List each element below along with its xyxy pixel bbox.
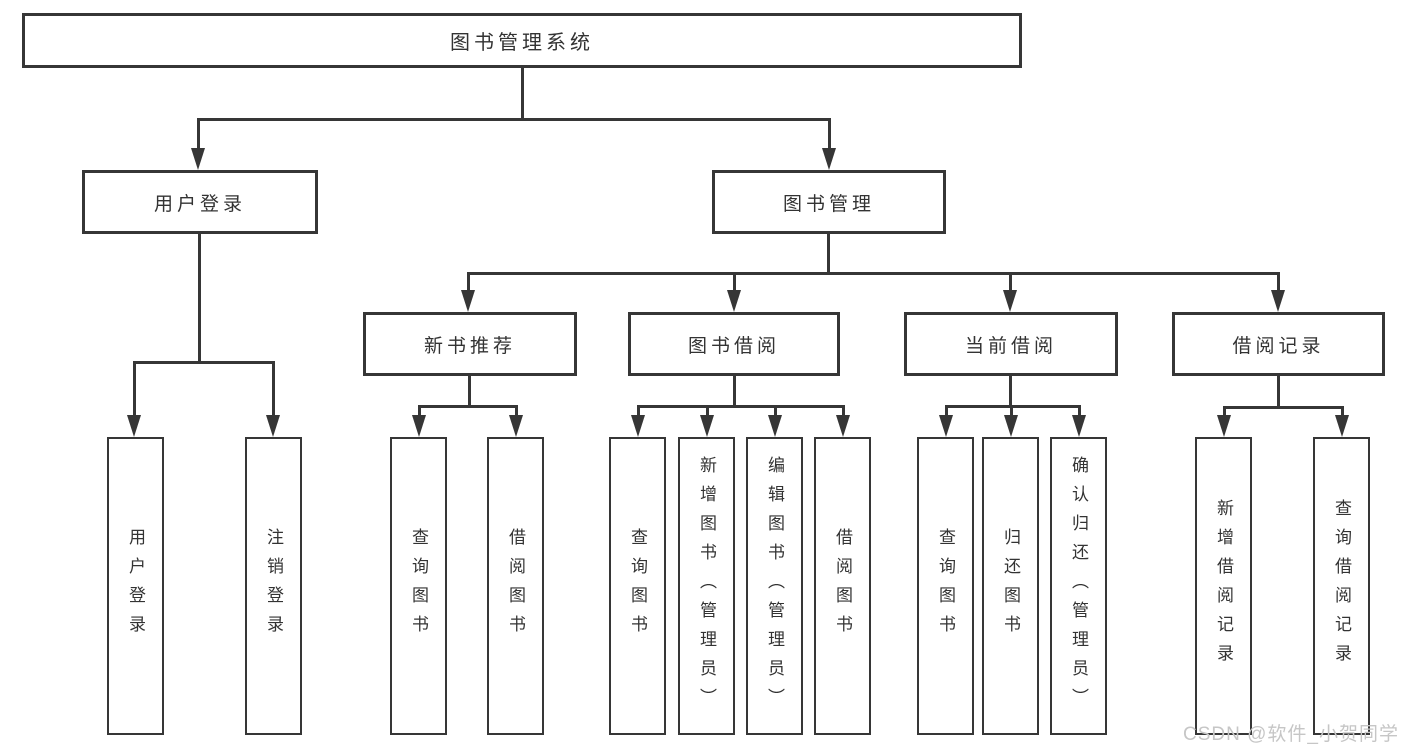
node-bb-query-books: 查询图书: [609, 437, 666, 735]
arrow-down-icon: [127, 415, 141, 437]
connector-line: [1010, 405, 1013, 417]
node-book-management: 图书管理: [712, 170, 946, 234]
arrow-down-icon: [700, 415, 714, 437]
node-label: 查询图书: [936, 528, 955, 644]
node-br-add-record: 新增借阅记录: [1195, 437, 1252, 735]
node-nbr-borrow-books: 借阅图书: [487, 437, 544, 735]
connector-line: [1223, 406, 1344, 409]
arrow-down-icon: [939, 415, 953, 437]
connector-line: [733, 272, 736, 292]
connector-line: [198, 234, 201, 364]
node-label: 借阅记录: [1232, 335, 1325, 357]
node-bb-add-books: 新增图书（管理员）: [678, 437, 735, 735]
node-label: 图书管理系统: [450, 32, 594, 54]
connector-line: [1078, 405, 1081, 417]
arrow-down-icon: [822, 148, 836, 170]
node-label: 注销登录: [264, 528, 283, 644]
node-label: 归还图书: [1001, 528, 1020, 644]
node-cb-confirm-return: 确认归还（管理员）: [1050, 437, 1107, 735]
arrow-down-icon: [1271, 290, 1285, 312]
arrow-down-icon: [191, 148, 205, 170]
arrow-down-icon: [836, 415, 850, 437]
node-label: 图书管理: [782, 193, 875, 215]
node-new-book-recommend: 新书推荐: [363, 312, 577, 376]
connector-line: [1223, 406, 1226, 417]
node-book-borrowing: 图书借阅: [628, 312, 840, 376]
node-bb-borrow-books: 借阅图书: [814, 437, 871, 735]
node-leaf-user-login: 用户登录: [107, 437, 164, 735]
connector-line: [774, 405, 777, 417]
node-borrowing-records: 借阅记录: [1172, 312, 1385, 376]
arrow-down-icon: [768, 415, 782, 437]
node-label: 查询图书: [628, 528, 647, 644]
node-label: 当前借阅: [964, 335, 1057, 357]
connector-line: [418, 405, 421, 417]
node-current-borrowing: 当前借阅: [904, 312, 1118, 376]
arrow-down-icon: [727, 290, 741, 312]
connector-line: [467, 272, 1280, 275]
connector-line: [945, 405, 948, 417]
connector-line: [1277, 272, 1280, 292]
connector-line: [827, 234, 830, 275]
connector-line: [1277, 376, 1280, 408]
connector-line: [197, 118, 200, 150]
connector-line: [418, 405, 518, 408]
connector-line: [1009, 272, 1012, 292]
connector-line: [637, 405, 845, 408]
connector-line: [515, 405, 518, 417]
connector-line: [706, 405, 709, 417]
watermark: CSDN @软件_小贺同学: [1183, 724, 1399, 745]
connector-line: [133, 361, 136, 417]
node-root: 图书管理系统: [22, 13, 1022, 68]
node-user-login: 用户登录: [82, 170, 318, 234]
connector-line: [1341, 406, 1344, 417]
node-nbr-query-books: 查询图书: [390, 437, 447, 735]
node-label: 查询图书: [409, 528, 428, 644]
node-cb-return-books: 归还图书: [982, 437, 1039, 735]
node-label: 借阅图书: [833, 528, 852, 644]
arrow-down-icon: [412, 415, 426, 437]
connector-line: [828, 118, 831, 150]
arrow-down-icon: [1072, 415, 1086, 437]
node-bb-edit-books: 编辑图书（管理员）: [746, 437, 803, 735]
arrow-down-icon: [631, 415, 645, 437]
node-label: 用户登录: [153, 193, 246, 215]
connector-line: [197, 118, 831, 121]
connector-line: [945, 405, 1081, 408]
connector-line: [1009, 376, 1012, 408]
node-label: 借阅图书: [506, 528, 525, 644]
connector-line: [521, 68, 524, 118]
arrow-down-icon: [1217, 415, 1231, 437]
connector-line: [637, 405, 640, 417]
node-label: 新增图书（管理员）: [697, 455, 716, 717]
connector-line: [733, 376, 736, 408]
node-leaf-logout: 注销登录: [245, 437, 302, 735]
node-cb-query-books: 查询图书: [917, 437, 974, 735]
node-label: 查询借阅记录: [1332, 499, 1351, 673]
connector-line: [842, 405, 845, 417]
node-br-query-record: 查询借阅记录: [1313, 437, 1370, 735]
node-label: 编辑图书（管理员）: [765, 455, 784, 717]
arrow-down-icon: [509, 415, 523, 437]
node-label: 确认归还（管理员）: [1069, 455, 1088, 717]
node-label: 图书借阅: [687, 335, 780, 357]
connector-line: [272, 361, 275, 417]
node-label: 新书推荐: [423, 335, 516, 357]
connector-line: [133, 361, 275, 364]
arrow-down-icon: [1004, 415, 1018, 437]
arrow-down-icon: [266, 415, 280, 437]
node-label: 新增借阅记录: [1214, 499, 1233, 673]
connector-line: [467, 272, 470, 292]
arrow-down-icon: [461, 290, 475, 312]
arrow-down-icon: [1003, 290, 1017, 312]
connector-line: [468, 376, 471, 408]
arrow-down-icon: [1335, 415, 1349, 437]
node-label: 用户登录: [126, 528, 145, 644]
